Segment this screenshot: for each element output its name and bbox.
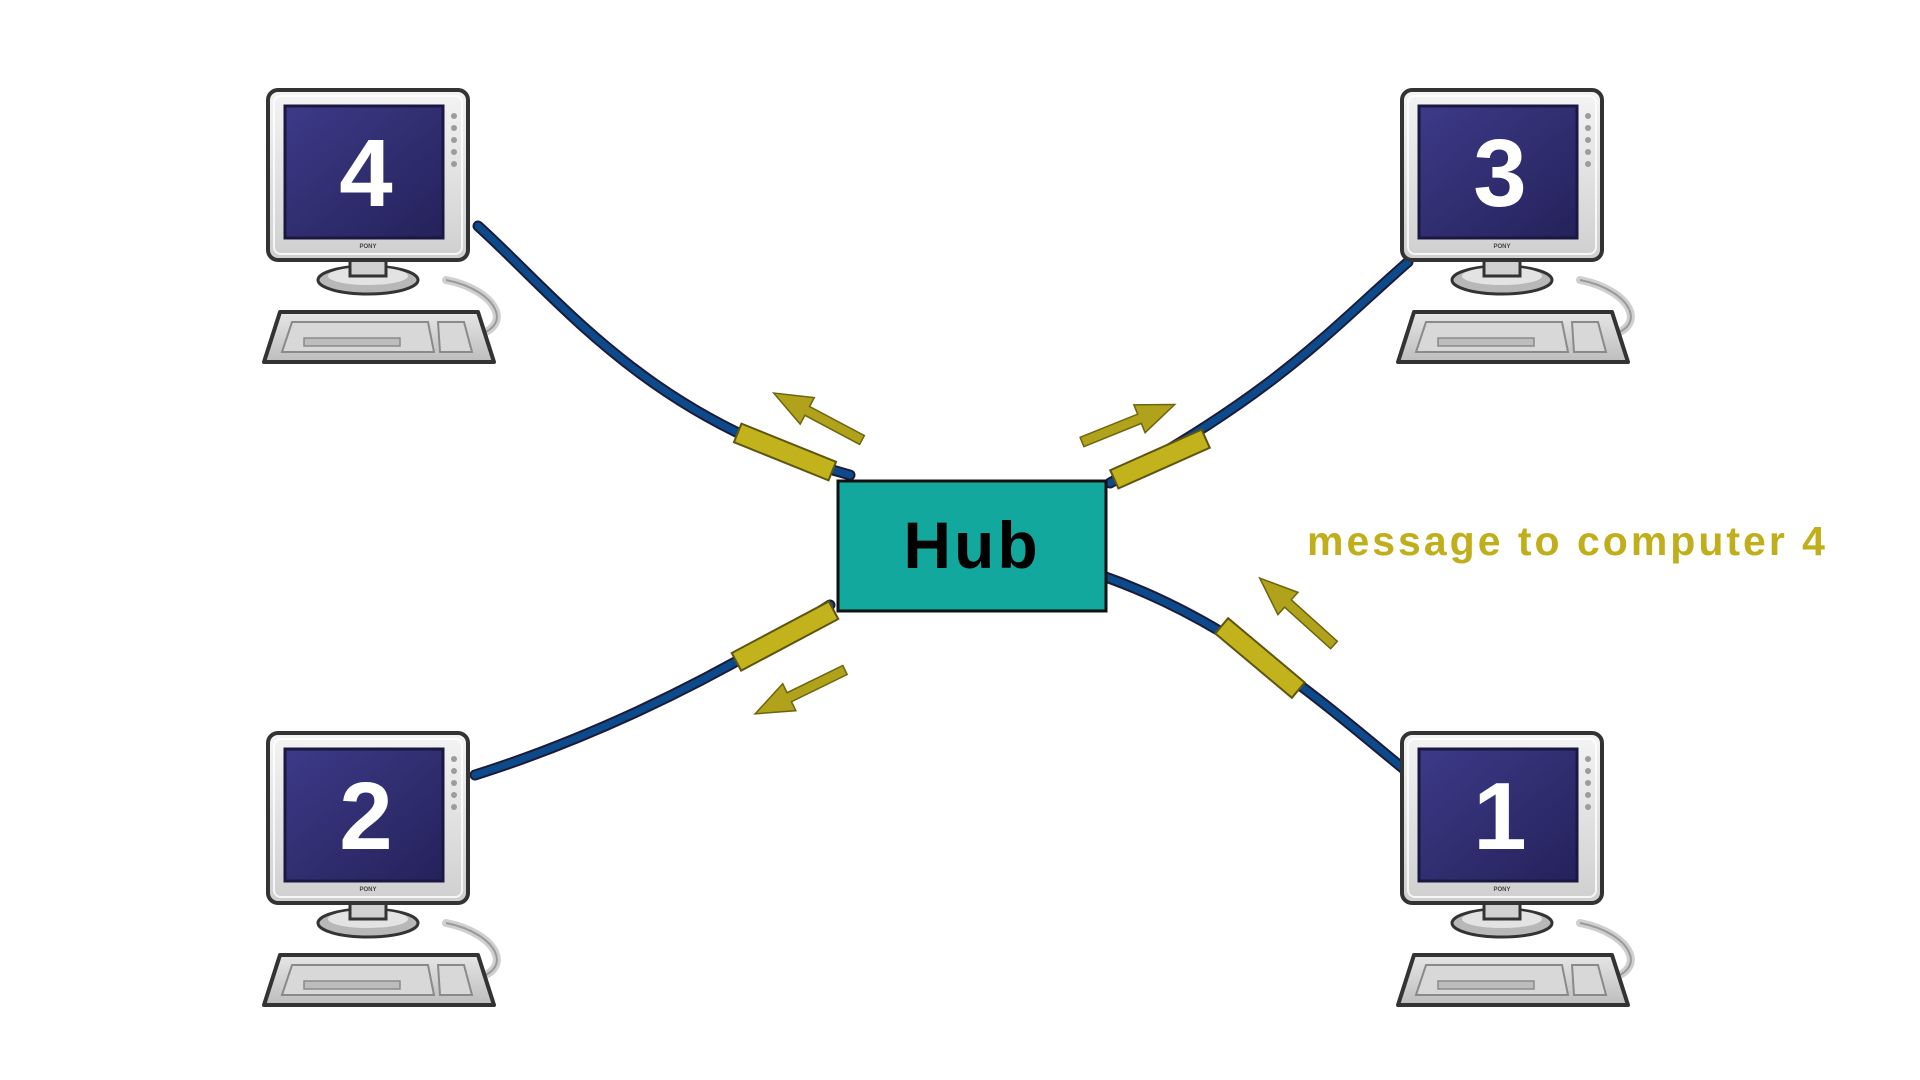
brand-label: PONY bbox=[359, 244, 376, 250]
computer-3: PONY 3 bbox=[1398, 90, 1631, 362]
cable-to-computer-4 bbox=[472, 220, 856, 481]
computer-2: PONY 2 bbox=[264, 733, 497, 1005]
hub-box: Hub bbox=[836, 479, 1108, 613]
cable-to-computer-1 bbox=[1094, 569, 1411, 776]
computer-3-number: 3 bbox=[1473, 120, 1526, 227]
computer-4-number: 4 bbox=[339, 120, 392, 227]
brand-label: PONY bbox=[1493, 887, 1510, 893]
computer-1-number: 1 bbox=[1473, 763, 1526, 870]
brand-label: PONY bbox=[359, 887, 376, 893]
computer-2-number: 2 bbox=[339, 763, 392, 870]
message-label: message to computer 4 bbox=[1307, 518, 1828, 564]
arrow-from-computer-1 bbox=[1248, 566, 1345, 657]
connector-hub-4 bbox=[732, 422, 838, 482]
computer-1: PONY 1 bbox=[1398, 733, 1631, 1005]
arrow-to-computer-2 bbox=[747, 655, 853, 729]
connector-hub-3 bbox=[1108, 428, 1212, 490]
connector-hub-1 bbox=[1213, 616, 1307, 700]
connector-hub-2 bbox=[730, 599, 840, 673]
computer-4: PONY 4 bbox=[264, 90, 497, 362]
brand-label: PONY bbox=[1493, 244, 1510, 250]
hub-label: Hub bbox=[903, 508, 1040, 582]
